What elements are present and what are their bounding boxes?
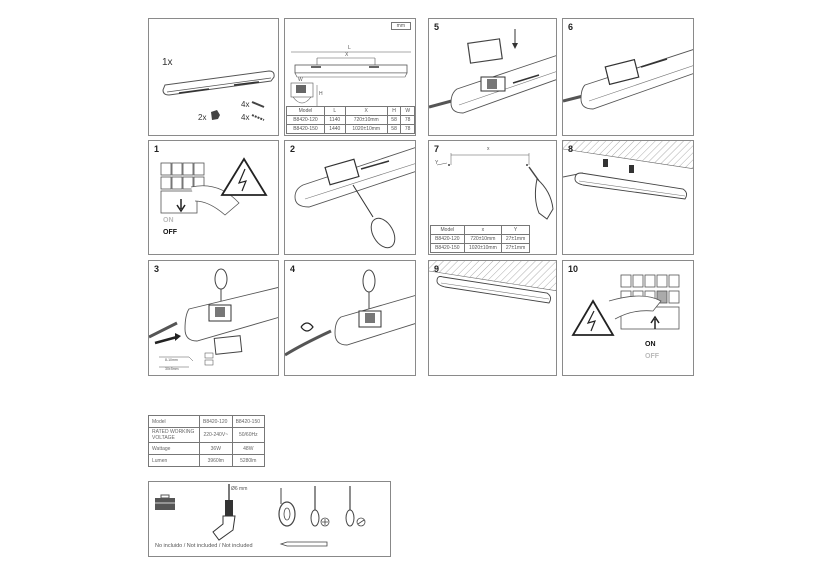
- not-included-note: No incluido / Not included / Not include…: [155, 543, 253, 549]
- drill-bit-diameter: Ø6 mm: [231, 486, 248, 492]
- table-row: Wattage 36W 48W: [148, 442, 266, 455]
- table-row: B8420-120 1140 720±10mm 58 78: [286, 115, 415, 125]
- tools-drawing: [155, 484, 366, 547]
- wall-plug-icon: [251, 114, 265, 121]
- label-x: x: [487, 146, 490, 152]
- off-label-faded: OFF: [645, 353, 659, 360]
- panel-step-3: 3 8-10mm 30±5mm: [148, 260, 279, 376]
- ceiling-clips-drawing: [563, 141, 693, 200]
- dimension-drawing: [290, 51, 411, 107]
- panel-step-4: 4: [284, 260, 416, 376]
- panel-step-1: 1 ON OFF: [148, 140, 279, 255]
- panel-package-contents: 1x 2x 4x 4x: [148, 18, 279, 136]
- qty-fixture: 1x: [162, 57, 173, 68]
- qty-screws: 4x: [241, 100, 250, 109]
- strip-length-1: 8-10mm: [165, 358, 178, 362]
- label-h: H: [319, 91, 323, 97]
- tape-measure-icon: [278, 488, 296, 527]
- high-voltage-warning-icon: [571, 299, 615, 336]
- high-voltage-warning-icon: [220, 157, 268, 196]
- tighten-cable-gland-drawing: [285, 269, 415, 357]
- label-w: W: [298, 77, 303, 83]
- step-number: 6: [568, 22, 574, 32]
- strip-length-2: 30±5mm: [165, 367, 179, 371]
- on-label-faded: ON: [163, 217, 174, 224]
- panel-dimensions: mm L X W H Model L X H W B8420-120 1140 …: [284, 18, 416, 136]
- table-row: RATED WORKING VOLTAGE 220-240V~ 50/60Hz: [148, 427, 266, 443]
- clip-icon: [211, 110, 220, 120]
- fixture-open-insert-cover-drawing: [429, 29, 556, 114]
- flat-screwdriver-icon: [345, 486, 366, 527]
- panel-step-5: 5: [428, 18, 557, 136]
- panel-step-6: 6: [562, 18, 694, 136]
- qty-plugs: 4x: [241, 113, 250, 122]
- table-header: Model L X H W: [286, 106, 415, 116]
- screwdriver-open-cover-drawing: [294, 147, 415, 249]
- label-y: Y: [435, 160, 439, 166]
- phillips-screwdriver-icon: [310, 486, 330, 527]
- drill-spacing-table: Model x Y B8420-120 720±10mm 27±1mm B842…: [430, 225, 530, 253]
- table-row: Lumen 3960lm 5280lm: [148, 454, 266, 467]
- toolbox-icon: [155, 494, 175, 510]
- table-row: B8420-120 720±10mm 27±1mm: [430, 234, 530, 244]
- step-number: 5: [434, 22, 440, 32]
- table-row: B8420-150 1440 1020±10mm 58 78: [286, 124, 415, 134]
- step-number: 2: [290, 144, 296, 154]
- panel-step-9: 9: [428, 260, 557, 376]
- step-number: 8: [568, 144, 574, 154]
- drill-icon: [212, 484, 236, 541]
- fixture-icon: [162, 70, 275, 121]
- dimensions-table: Model L X H W B8420-120 1140 720±10mm 58…: [286, 106, 415, 134]
- mount-fixture-ceiling-drawing: [429, 261, 556, 304]
- qty-clips: 2x: [198, 113, 207, 122]
- panel-step-7: 7 x Y Model x Y B8420-120 720±10mm 27±1m…: [428, 140, 557, 255]
- step-number: 1: [154, 144, 160, 154]
- wiring-connection-drawing: [149, 268, 278, 368]
- step-number: 10: [568, 264, 579, 274]
- step-number: 3: [154, 264, 160, 274]
- label-l: L: [348, 45, 351, 51]
- breaker-switch-off-drawing: [160, 157, 268, 216]
- step-number: 9: [434, 264, 440, 274]
- fixture-closed-cover-drawing: [563, 49, 693, 110]
- tools-required-box: Ø6 mm No incluido / Not included / Not i…: [148, 481, 391, 557]
- specifications-table: Model B8420-120 B8420-150 RATED WORKING …: [148, 415, 266, 467]
- step-number: 7: [434, 144, 440, 154]
- table-row: Model B8420-120 B8420-150: [148, 415, 266, 428]
- unit-label: mm: [390, 22, 411, 30]
- panel-step-8: 8: [562, 140, 694, 255]
- panel-step-10: 10 ON OFF: [562, 260, 694, 376]
- label-x: X: [345, 52, 349, 58]
- pencil-icon: [279, 541, 328, 547]
- breaker-switch-on-drawing: [571, 274, 680, 336]
- step-number: 4: [290, 264, 296, 274]
- off-label: OFF: [163, 229, 177, 236]
- on-label: ON: [645, 341, 656, 348]
- table-row: B8420-150 1020±10mm 27±1mm: [430, 243, 530, 253]
- table-header: Model x Y: [430, 225, 530, 235]
- screw-icon: [251, 101, 265, 108]
- panel-step-2: 2: [284, 140, 416, 255]
- drill-holes-drawing: [436, 153, 554, 220]
